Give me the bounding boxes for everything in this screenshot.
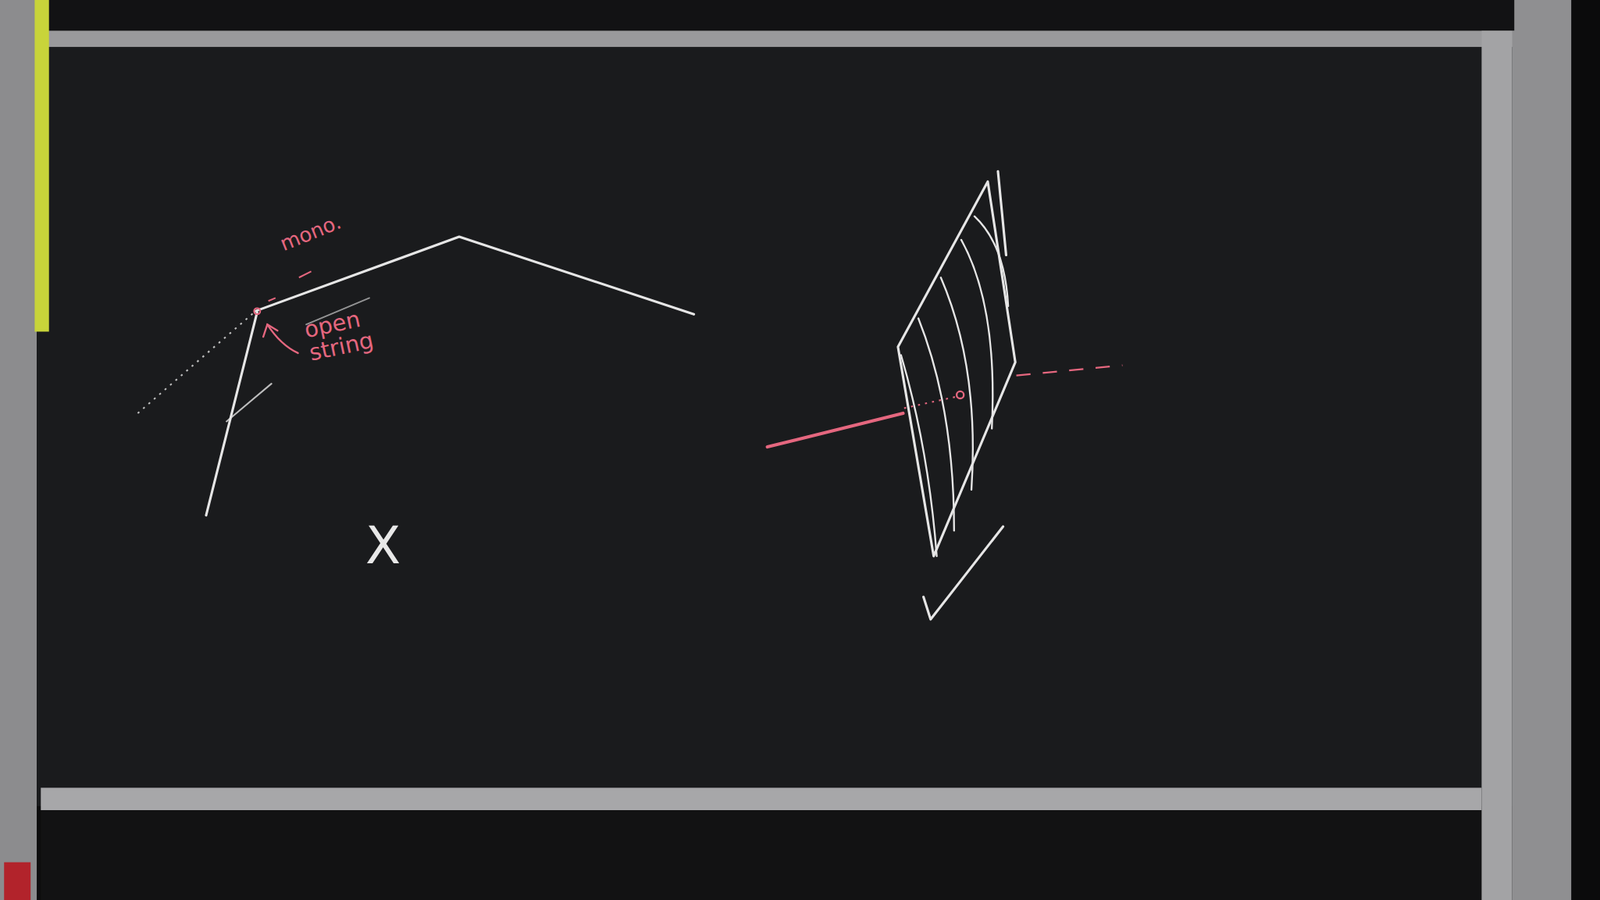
chalk-symbol: X <box>365 518 401 573</box>
